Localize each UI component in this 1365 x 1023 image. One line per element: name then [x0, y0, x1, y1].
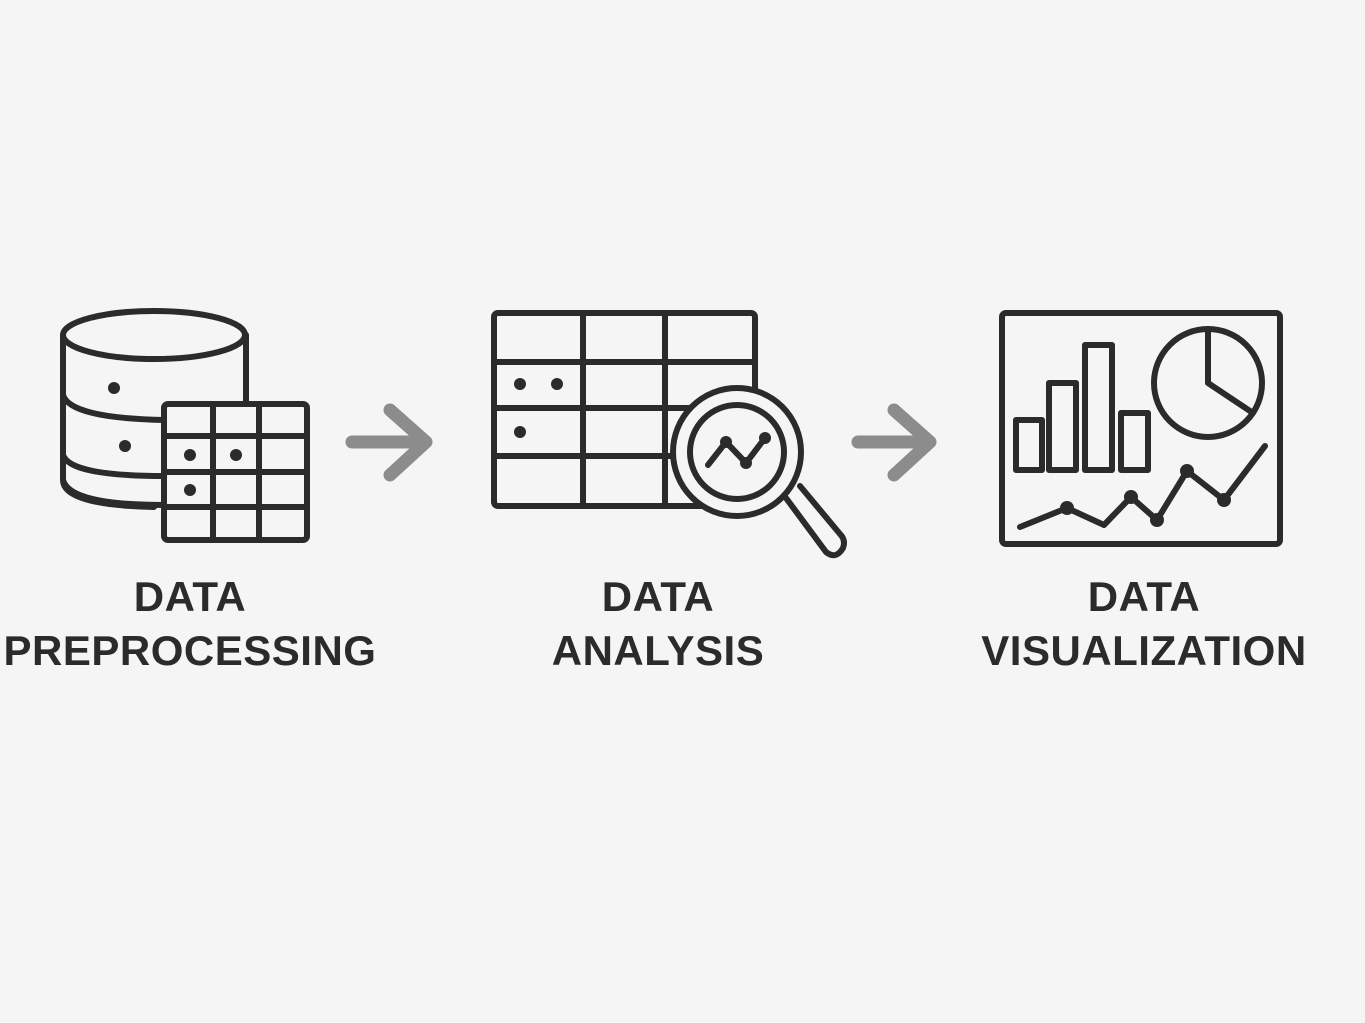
step-label-line1: DATA: [133, 573, 247, 620]
step-label-visualization: DATA VISUALIZATION: [894, 570, 1365, 678]
dashboard-chart-icon: [999, 310, 1283, 547]
table-magnifier-icon: [491, 310, 847, 559]
database-table-icon: [60, 308, 310, 543]
step-label-line1: DATA: [601, 573, 715, 620]
arrow-right-icon: [345, 403, 433, 482]
step-label-line1: DATA: [1087, 573, 1201, 620]
arrow-right-icon: [851, 403, 937, 482]
step-label-analysis: DATA ANALYSIS: [408, 570, 908, 678]
step-label-line2: VISUALIZATION: [981, 627, 1307, 674]
step-label-line2: PREPROCESSING: [3, 627, 377, 674]
step-label-preprocessing: DATA PREPROCESSING: [0, 570, 440, 678]
step-label-line2: ANALYSIS: [551, 627, 765, 674]
